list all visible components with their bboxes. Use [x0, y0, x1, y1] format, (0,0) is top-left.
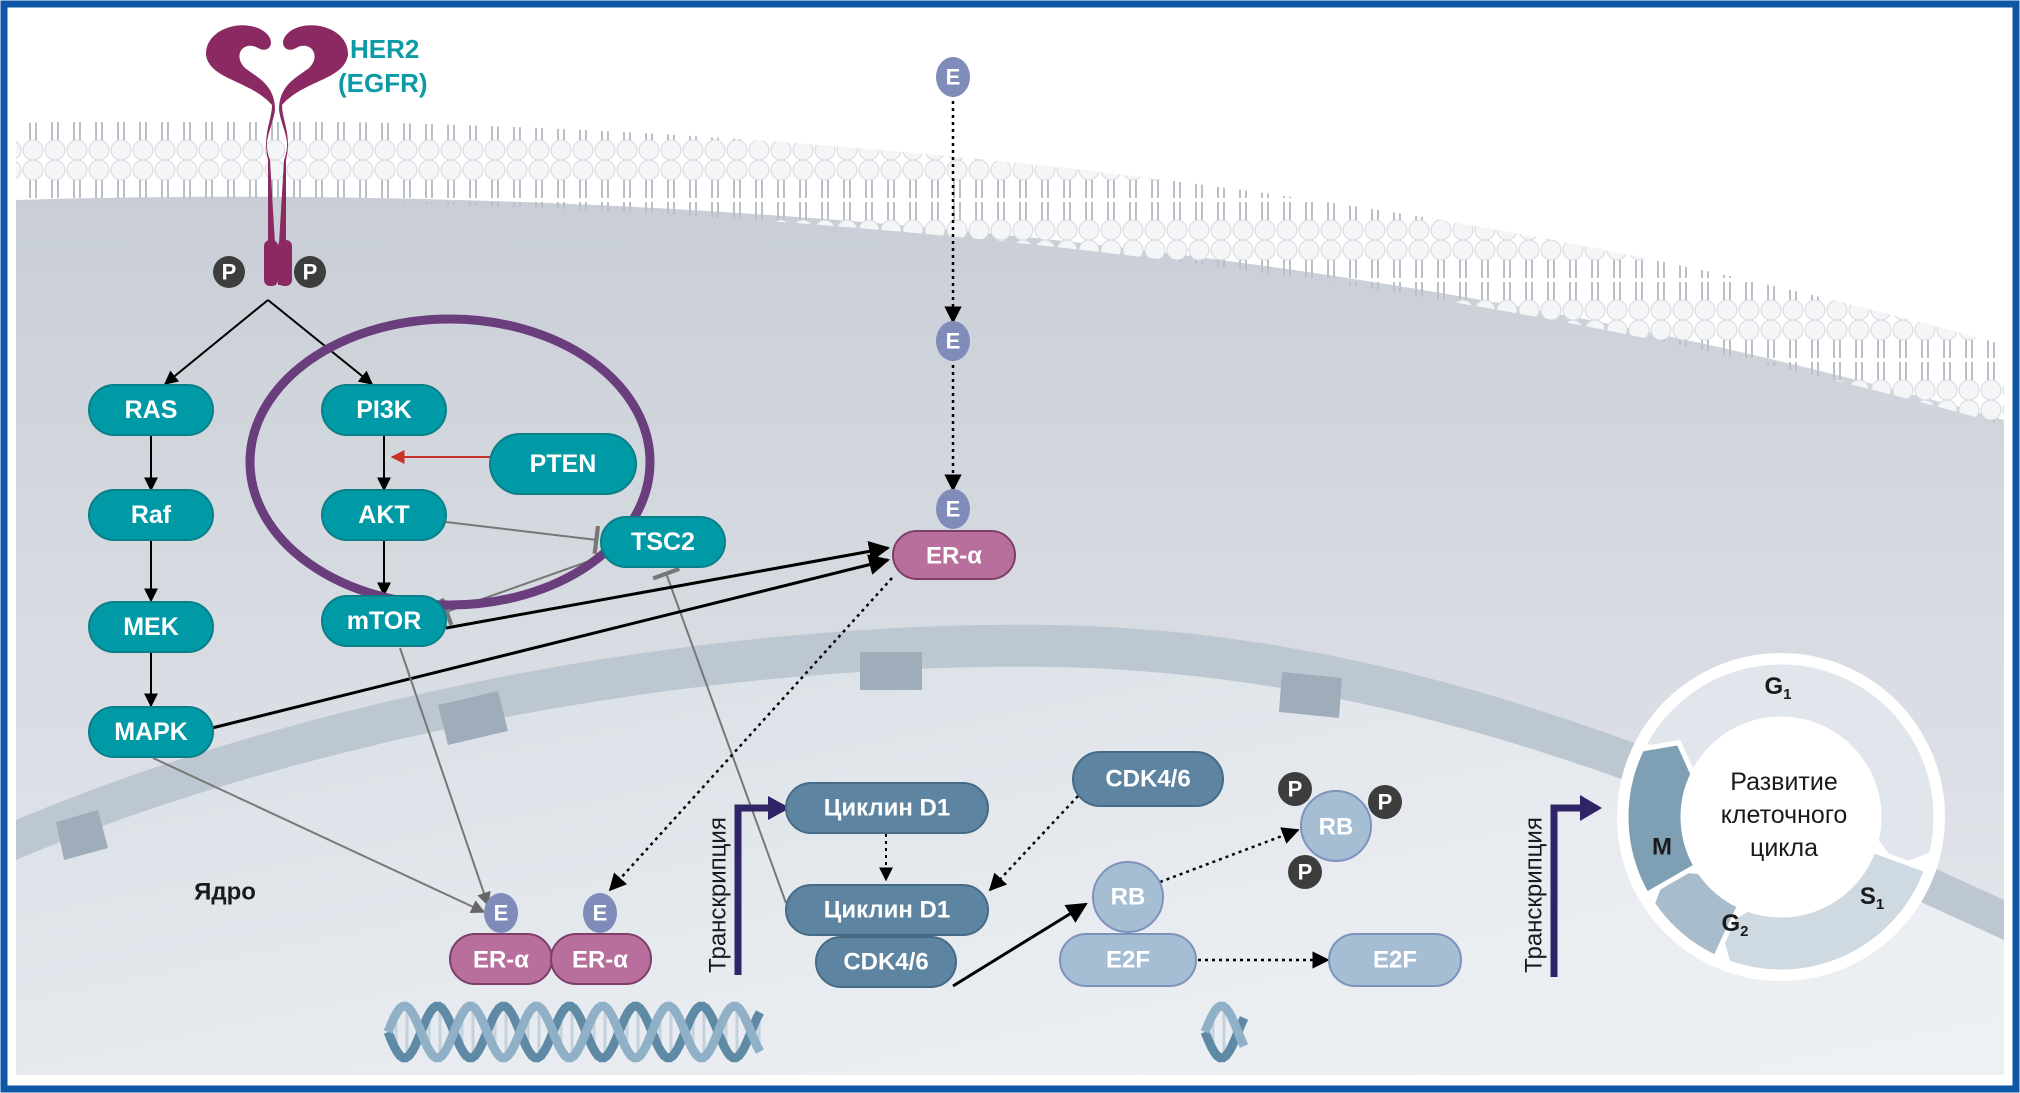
- er-alpha-left-label: ER-α: [473, 947, 529, 974]
- edge-akt-tsc2: [445, 521, 601, 555]
- node-mek[interactable]: MEK: [88, 601, 214, 653]
- rb-phospho-p2: P: [1378, 790, 1393, 815]
- rb-phosphorylated[interactable]: RB P P P: [1278, 772, 1402, 889]
- e2f-free-node[interactable]: E2F: [1328, 933, 1462, 987]
- node-raf-label: Raf: [131, 501, 172, 529]
- estrogen-bound-left-label: E: [494, 901, 509, 926]
- phase-m-label: M: [1652, 834, 1672, 861]
- phospho-left: P: [213, 256, 245, 288]
- cyclin-d1-complex-label: Циклин D1: [824, 897, 950, 924]
- node-tsc2-label: TSC2: [631, 528, 695, 556]
- phospho-left-label: P: [222, 260, 237, 285]
- estrogen-bound-cyto-label: E: [946, 497, 961, 522]
- rb-phospho-p3: P: [1298, 860, 1313, 885]
- dna-helix-left: [383, 1001, 764, 1063]
- node-ras[interactable]: RAS: [88, 384, 214, 436]
- phase-s-label: S1: [1860, 883, 1884, 913]
- node-mapk-label: MAPK: [114, 718, 188, 746]
- rb-bound-label: RB: [1111, 884, 1146, 911]
- pi3k-pathway-highlight-ring: [245, 314, 655, 610]
- cyclin-d1-label: Циклин D1: [824, 795, 950, 822]
- cycle-center-line3: цикла: [1750, 834, 1818, 862]
- cdk46-complex-label: CDK4/6: [843, 949, 928, 976]
- transcription-arrow-2: Транскрипция: [1521, 795, 1602, 977]
- node-akt-label: AKT: [358, 501, 409, 529]
- edge-mtor-er: [445, 541, 891, 630]
- transcription-label-2: Транскрипция: [1521, 817, 1548, 973]
- edge-complex-rb: [952, 902, 1088, 988]
- receptor-alias: (EGFR): [338, 68, 428, 98]
- phospho-right-label: P: [303, 260, 318, 285]
- phospho-right: P: [294, 256, 326, 288]
- node-mtor-label: mTOR: [347, 607, 422, 635]
- rb-e2f-complex[interactable]: E2F RB: [1059, 861, 1197, 987]
- edge-cdk-complex: [988, 795, 1079, 892]
- estrogen-bound-right-label: E: [593, 901, 608, 926]
- node-raf[interactable]: Raf: [88, 489, 214, 541]
- estrogen-extracellular-label: E: [946, 65, 961, 90]
- er-alpha-cytoplasmic[interactable]: ER-α: [892, 530, 1016, 580]
- dna-helix-right: [1200, 1001, 1249, 1063]
- estrogen-extracellular: E: [936, 57, 970, 97]
- e2f-bound-label: E2F: [1106, 947, 1150, 974]
- cycle-center-line2: клеточного: [1721, 801, 1848, 829]
- phase-s-segment: [1714, 847, 1930, 975]
- cyclin-cdk-complex[interactable]: CDK4/6 Циклин D1: [785, 884, 989, 988]
- e2f-free-label: E2F: [1373, 947, 1417, 974]
- transcription-arrow-1: Транскрипция: [705, 796, 790, 975]
- phase-g1-label: G1: [1764, 673, 1791, 703]
- edge-er-to-nucleus: [608, 577, 893, 892]
- node-mtor[interactable]: mTOR: [321, 595, 447, 647]
- cyclin-d1-node[interactable]: Циклин D1: [785, 782, 989, 834]
- node-pi3k[interactable]: PI3K: [321, 384, 447, 436]
- edge-cyclin-tsc2: [652, 566, 787, 904]
- her2-receptor-icon: [205, 25, 349, 286]
- rb-phospho-label: RB: [1319, 814, 1354, 841]
- estrogen-bound-left: E: [484, 893, 518, 933]
- phase-g1-segment: [1640, 659, 1939, 872]
- node-pten[interactable]: PTEN: [489, 433, 637, 495]
- edge-mapk-er: [211, 554, 891, 730]
- estrogen-cytoplasm: E: [936, 321, 970, 361]
- node-ras-label: RAS: [125, 396, 178, 424]
- edge-mtor-nuclear-er: [399, 647, 491, 907]
- node-mek-label: MEK: [123, 613, 179, 641]
- nucleus-label: Ядро: [194, 879, 256, 906]
- estrogen-bound-right: E: [583, 893, 617, 933]
- er-alpha-cyto-label: ER-α: [926, 543, 982, 570]
- cell-membrane: [16, 120, 2004, 425]
- cell-cycle-wheel: Развитие клеточного цикла G1 S1 G2 M: [1617, 653, 1945, 981]
- er-alpha-dimer[interactable]: ER-α ER-α: [449, 933, 652, 985]
- receptor-name: HER2: [350, 34, 419, 64]
- estrogen-bound-cyto: E: [936, 489, 970, 529]
- estrogen-cytoplasm-label: E: [946, 329, 961, 354]
- phase-g2-label: G2: [1721, 910, 1748, 940]
- nuclear-pores: [56, 652, 1342, 860]
- er-alpha-right-label: ER-α: [572, 947, 628, 974]
- node-tsc2[interactable]: TSC2: [600, 516, 726, 568]
- node-pten-label: PTEN: [530, 450, 597, 478]
- node-pi3k-label: PI3K: [356, 396, 412, 424]
- phase-m-segment: [1623, 739, 1700, 898]
- transcription-label-1: Транскрипция: [705, 817, 732, 973]
- cycle-center-line1: Развитие: [1730, 768, 1838, 796]
- cdk46-free-node[interactable]: CDK4/6: [1072, 751, 1224, 807]
- node-mapk[interactable]: MAPK: [88, 706, 214, 758]
- edge-receptor-ras: [163, 299, 269, 385]
- cdk46-free-label: CDK4/6: [1105, 766, 1190, 793]
- edge-receptor-pi3k: [267, 299, 374, 385]
- rb-phospho-p1: P: [1288, 777, 1303, 802]
- node-akt[interactable]: AKT: [321, 489, 447, 541]
- edge-mapk-nuclear-er: [152, 757, 486, 914]
